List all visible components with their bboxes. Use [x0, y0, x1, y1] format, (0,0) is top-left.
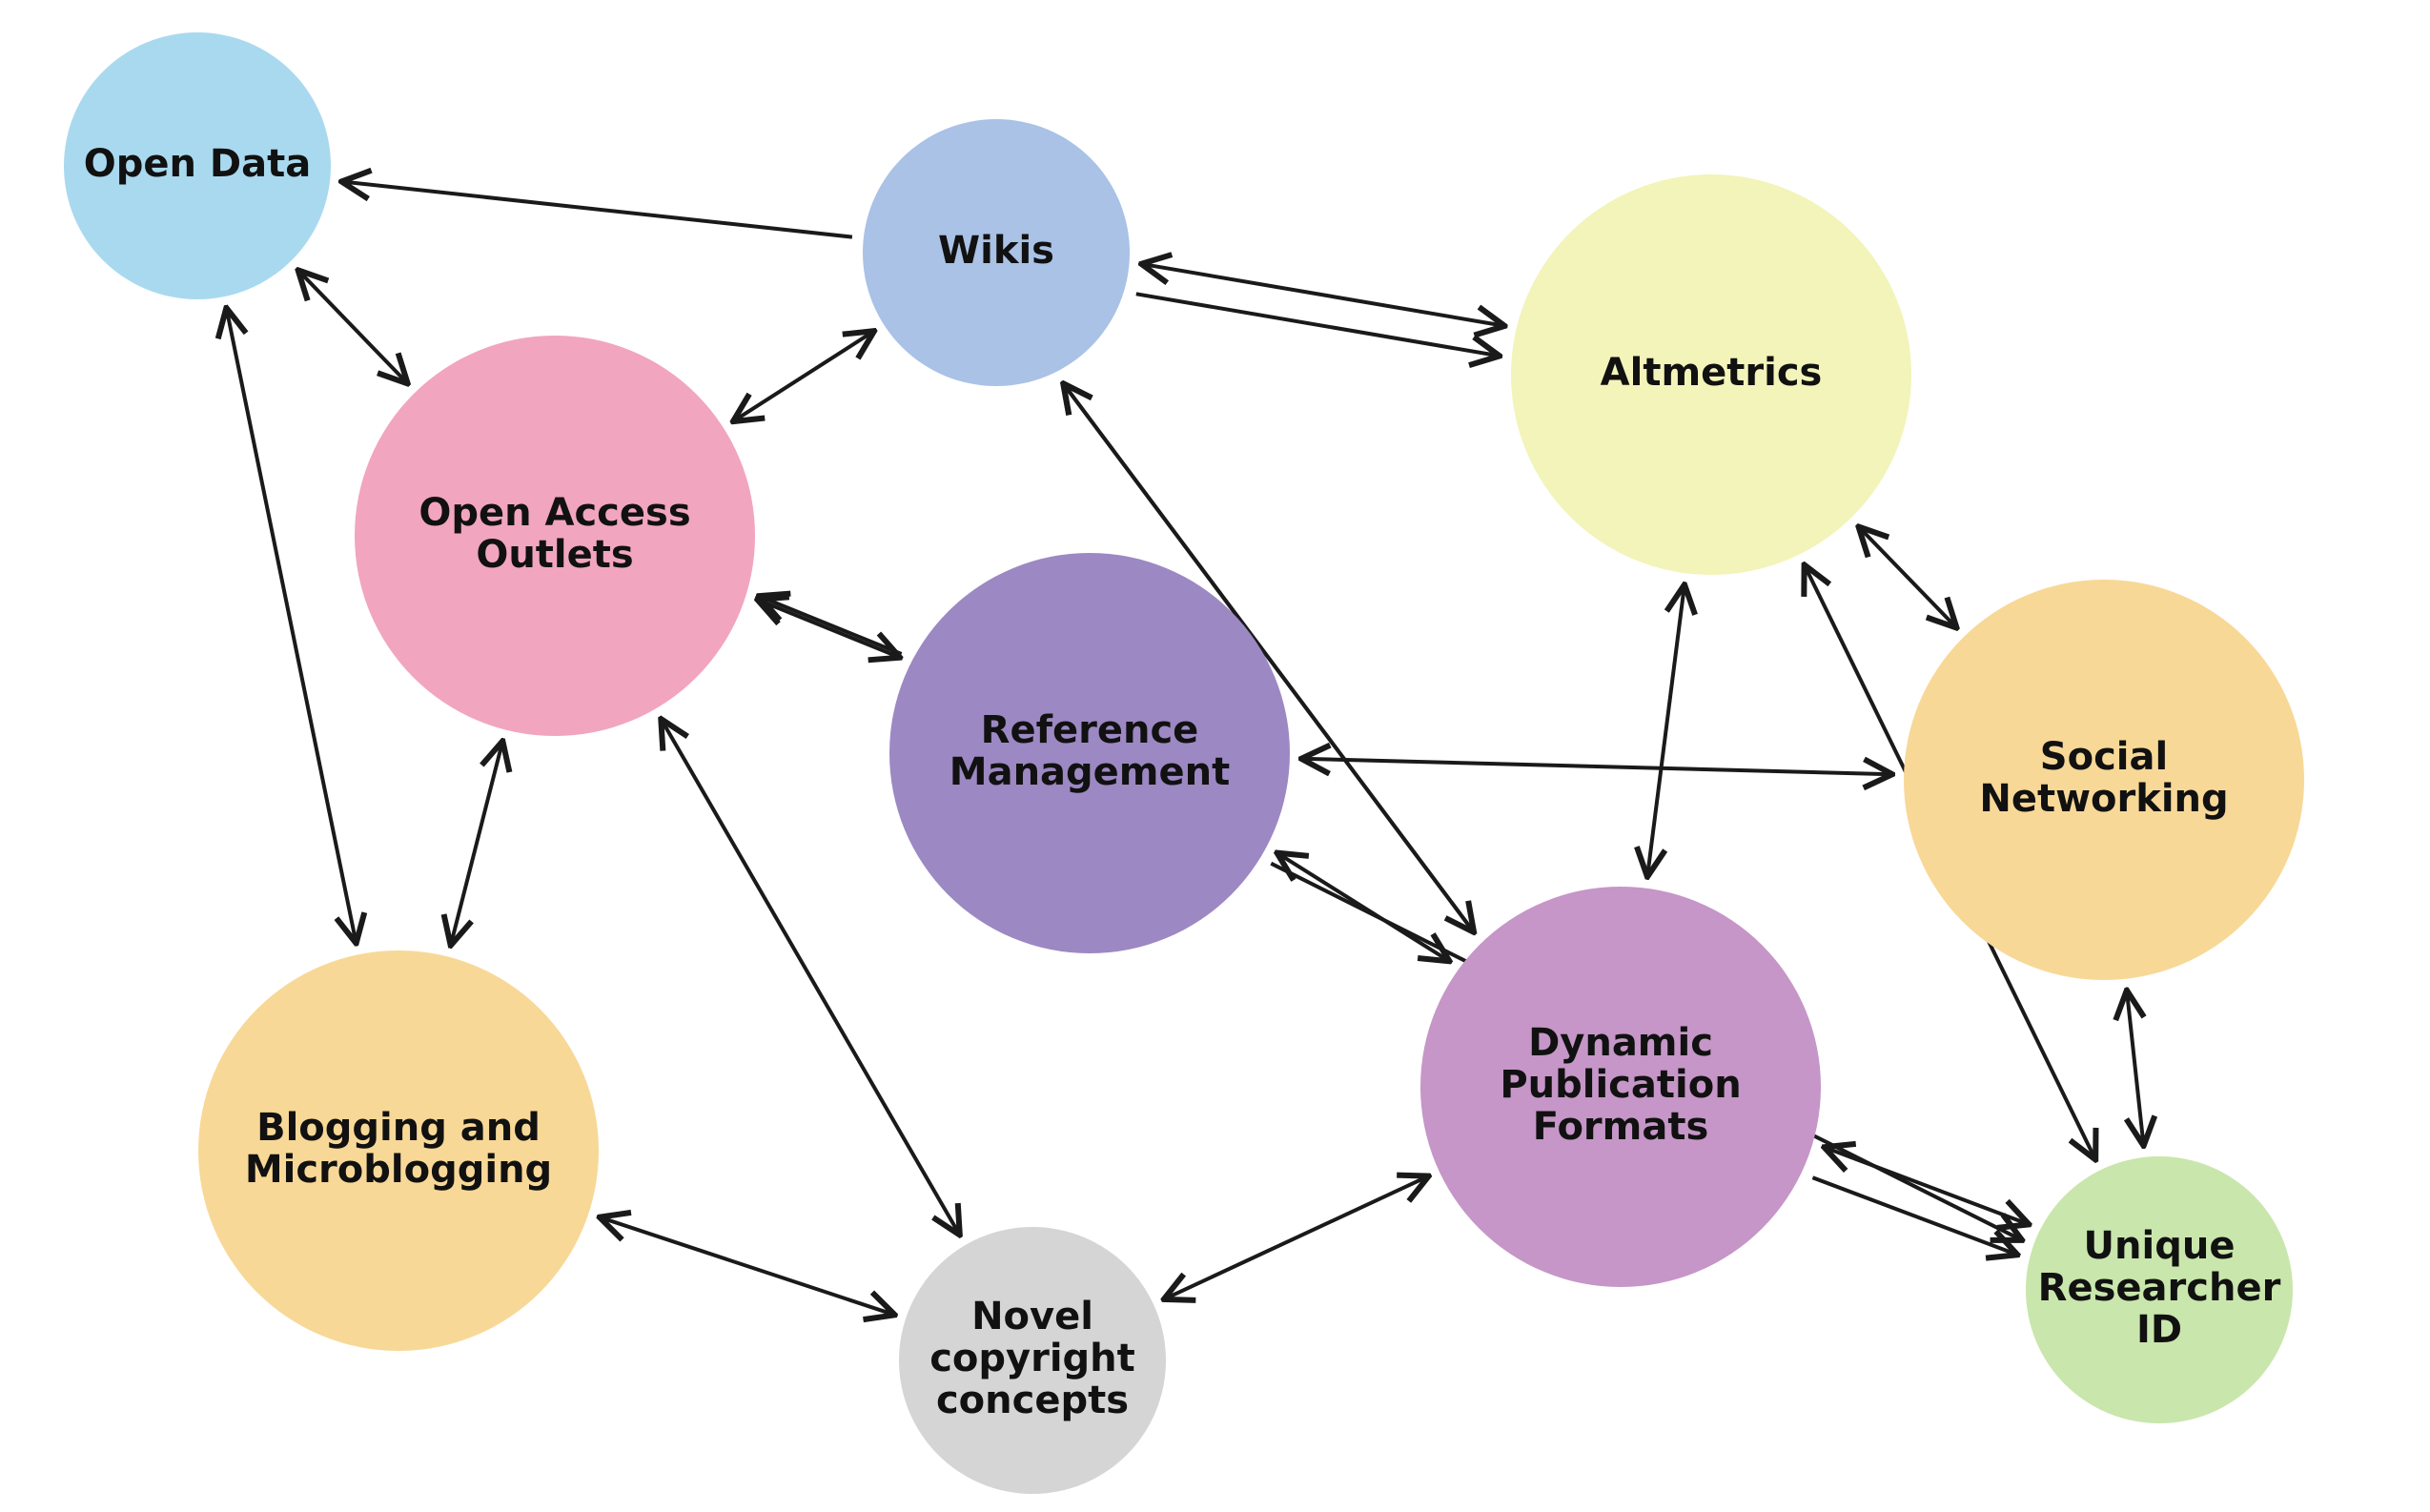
node-label-blogging-and-microblogging-line-1: Blogging and — [256, 1106, 541, 1150]
edge-wikis-open-data — [341, 181, 853, 239]
node-label-reference-management-line-2: Management — [950, 750, 1230, 794]
node-altmetrics: Altmetrics — [1511, 174, 1911, 575]
node-label-dynamic-publication-formats-line-2: Publication — [1500, 1063, 1741, 1107]
node-label-unique-researcher-id-line-3: ID — [2136, 1308, 2182, 1352]
node-label-novel-copyright-concepts-line-2: copyright — [929, 1337, 1135, 1380]
edge-reference-management-social-networking — [1301, 759, 1892, 774]
node-label-altmetrics-line-1: Altmetrics — [1601, 351, 1823, 395]
node-label-social-networking-line-2: Networking — [1979, 777, 2228, 821]
edge-open-data-blogging-and-microblogging — [226, 308, 356, 944]
edge-wikis-open-access-outlets — [733, 331, 874, 421]
edge-wikis-dynamic-publication-formats — [1063, 383, 1474, 932]
edge-dynamic-publication-formats-unique-researcher-id — [1811, 1175, 2017, 1255]
edge-wikis-altmetrics — [1141, 264, 1504, 326]
node-label-wikis-line-1: Wikis — [938, 229, 1054, 273]
node-circle-unique-researcher-id — [2026, 1156, 2293, 1423]
node-wikis: Wikis — [863, 119, 1130, 386]
edge-open-access-outlets-blogging-and-microblogging — [451, 741, 503, 946]
node-label-unique-researcher-id-line-1: Unique — [2084, 1224, 2236, 1268]
edge-wikis-altmetrics — [1135, 292, 1500, 356]
node-circle-novel-copyright-concepts — [899, 1227, 1166, 1494]
edge-blogging-and-microblogging-novel-copyright-concepts — [600, 1217, 895, 1316]
edge-reference-management-dynamic-publication-formats — [1277, 853, 1450, 962]
node-label-dynamic-publication-formats-line-3: Formats — [1533, 1105, 1709, 1149]
node-open-data: Open Data — [64, 32, 331, 299]
edge-altmetrics-dynamic-publication-formats — [1647, 584, 1685, 877]
edge-social-networking-unique-researcher-id — [2127, 991, 2144, 1146]
node-label-blogging-and-microblogging-line-2: Microblogging — [245, 1148, 552, 1192]
node-circle-altmetrics — [1511, 174, 1911, 575]
node-circle-social-networking — [1904, 580, 2304, 980]
edge-open-data-open-access-outlets — [298, 270, 408, 383]
edge-open-access-outlets-novel-copyright-concepts — [661, 719, 960, 1235]
edge-reference-management-open-access-outlets — [759, 596, 903, 656]
node-label-unique-researcher-id-line-2: Researcher — [2038, 1266, 2281, 1310]
node-circle-reference-management — [889, 553, 1290, 953]
node-circle-open-access-outlets — [355, 336, 755, 736]
node-circle-dynamic-publication-formats — [1420, 887, 1821, 1287]
node-circle-open-data — [64, 32, 331, 299]
node-label-open-access-outlets-line-2: Outlets — [476, 533, 633, 577]
edge-open-access-outlets-reference-management — [757, 600, 900, 658]
node-label-dynamic-publication-formats-line-1: Dynamic — [1528, 1021, 1713, 1065]
edge-dynamic-publication-formats-unique-researcher-id — [1824, 1147, 2029, 1224]
node-label-reference-management-line-1: Reference — [981, 708, 1199, 752]
edge-altmetrics-social-networking — [1859, 526, 1957, 627]
node-label-open-access-outlets-line-1: Open Access — [419, 491, 690, 535]
node-label-social-networking-line-1: Social — [2040, 735, 2168, 779]
node-label-novel-copyright-concepts-line-1: Novel — [971, 1295, 1093, 1338]
node-label-novel-copyright-concepts-line-3: concepts — [936, 1379, 1129, 1422]
node-label-open-data-line-1: Open Data — [84, 142, 311, 186]
node-circle-blogging-and-microblogging — [198, 950, 599, 1351]
edge-novel-copyright-concepts-dynamic-publication-formats — [1164, 1176, 1429, 1299]
node-circle-wikis — [863, 119, 1130, 386]
